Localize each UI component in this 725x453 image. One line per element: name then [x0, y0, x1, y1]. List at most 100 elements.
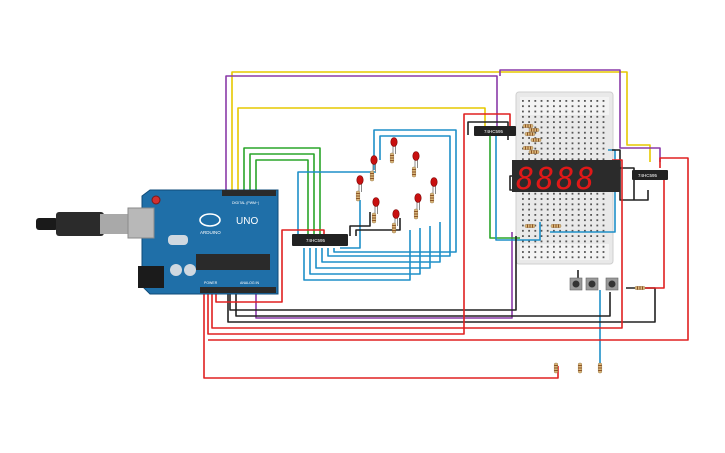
breadboard-hole [571, 240, 574, 243]
resistor [372, 212, 377, 224]
breadboard-hole [522, 142, 524, 145]
breadboard-hole [584, 105, 586, 108]
resistor [530, 138, 542, 142]
breadboard-hole [590, 229, 592, 232]
wire-blue-2 [303, 230, 411, 281]
wire-black-2 [235, 290, 611, 317]
wire-green-2 [249, 153, 315, 236]
breadboard-hole [559, 203, 561, 206]
breadboard-hole [559, 240, 561, 243]
breadboard-hole [540, 158, 543, 161]
led [390, 137, 398, 156]
breadboard-hole [584, 235, 586, 237]
breadboard-hole [577, 105, 580, 108]
pushbutton[interactable] [569, 277, 583, 291]
breadboard-hole [602, 100, 605, 102]
breadboard-hole [534, 208, 537, 211]
breadboard-hole [528, 229, 530, 232]
breadboard-hole [571, 142, 574, 145]
breadboard-hole [584, 224, 586, 227]
breadboard-hole [596, 153, 599, 155]
resistor [522, 146, 534, 150]
breadboard-hole [540, 224, 543, 227]
breadboard-hole [577, 137, 580, 139]
breadboard-hole [590, 100, 592, 102]
breadboard-hole [522, 203, 524, 206]
shift-register-middle: 74HC595 [474, 126, 516, 136]
breadboard-hole [565, 131, 568, 134]
resistor [390, 152, 395, 164]
wire-blue-8 [340, 200, 361, 249]
breadboard-hole [584, 126, 586, 129]
breadboard-hole [553, 240, 555, 243]
breadboard-hole [565, 192, 568, 195]
breadboard-hole [602, 224, 605, 227]
breadboard-hole [553, 245, 555, 248]
pushbutton[interactable] [605, 277, 619, 291]
breadboard-hole [577, 100, 580, 102]
breadboard-hole [528, 208, 530, 211]
breadboard-hole [540, 256, 543, 259]
breadboard-hole [546, 100, 549, 102]
breadboard-hole [577, 142, 580, 145]
display-digits: 8888 [516, 162, 596, 197]
arduino-uno: UNO ARDUINO DIGITAL (PWM~) POWER ANALOG … [36, 189, 279, 295]
breadboard-hole [553, 235, 555, 237]
usb-jack [127, 207, 155, 239]
breadboard-hole [546, 126, 549, 129]
breadboard-hole [571, 224, 574, 227]
breadboard-hole [540, 142, 543, 145]
breadboard-hole [577, 147, 580, 150]
breadboard-hole [565, 240, 568, 243]
wire-black-9 [349, 212, 371, 236]
breadboard-hole [571, 153, 574, 155]
breadboard-hole [577, 229, 580, 232]
breadboard-hole [559, 256, 561, 259]
breadboard-hole [559, 208, 561, 211]
led-group [356, 137, 438, 228]
resistor [392, 222, 397, 234]
breadboard-hole [553, 137, 555, 139]
breadboard-hole [577, 203, 580, 206]
wire-black-6 [612, 149, 649, 201]
breadboard-hole [528, 203, 530, 206]
breadboard-hole [534, 245, 537, 248]
breadboard-hole [577, 251, 580, 253]
breadboard-hole [565, 203, 568, 206]
breadboard-hole [528, 142, 530, 145]
breadboard-hole [528, 121, 530, 123]
breadboard-hole [596, 219, 599, 222]
wire-blue-3 [309, 228, 421, 275]
breadboard-hole [553, 115, 555, 118]
breadboard-hole [590, 214, 592, 216]
pushbutton[interactable] [585, 277, 599, 291]
breadboard-hole [534, 110, 537, 113]
breadboard-hole [590, 256, 592, 259]
breadboard-hole [534, 214, 537, 216]
breadboard-hole [528, 256, 530, 259]
breadboard-hole [584, 153, 586, 155]
breadboard-hole [577, 214, 580, 216]
breadboard-hole [565, 251, 568, 253]
breadboard-hole [596, 203, 599, 206]
breadboard-hole [602, 256, 605, 259]
breadboard-hole [546, 192, 549, 195]
breadboard-hole [596, 229, 599, 232]
breadboard-hole [584, 100, 586, 102]
power-header [200, 287, 276, 293]
resistor-group [356, 124, 646, 374]
breadboard-hole [534, 153, 537, 155]
breadboard-hole [571, 158, 574, 161]
breadboard-hole [602, 131, 605, 134]
breadboard-hole [553, 251, 555, 253]
breadboard-hole [565, 126, 568, 129]
breadboard-hole [584, 110, 586, 113]
breadboard-hole [559, 100, 561, 102]
seven-segment-display: 8888 [512, 160, 620, 197]
breadboard-hole [602, 115, 605, 118]
resistor [414, 208, 419, 220]
breadboard-hole [534, 115, 537, 118]
breadboard-hole [540, 100, 543, 102]
breadboard-hole [546, 147, 549, 150]
